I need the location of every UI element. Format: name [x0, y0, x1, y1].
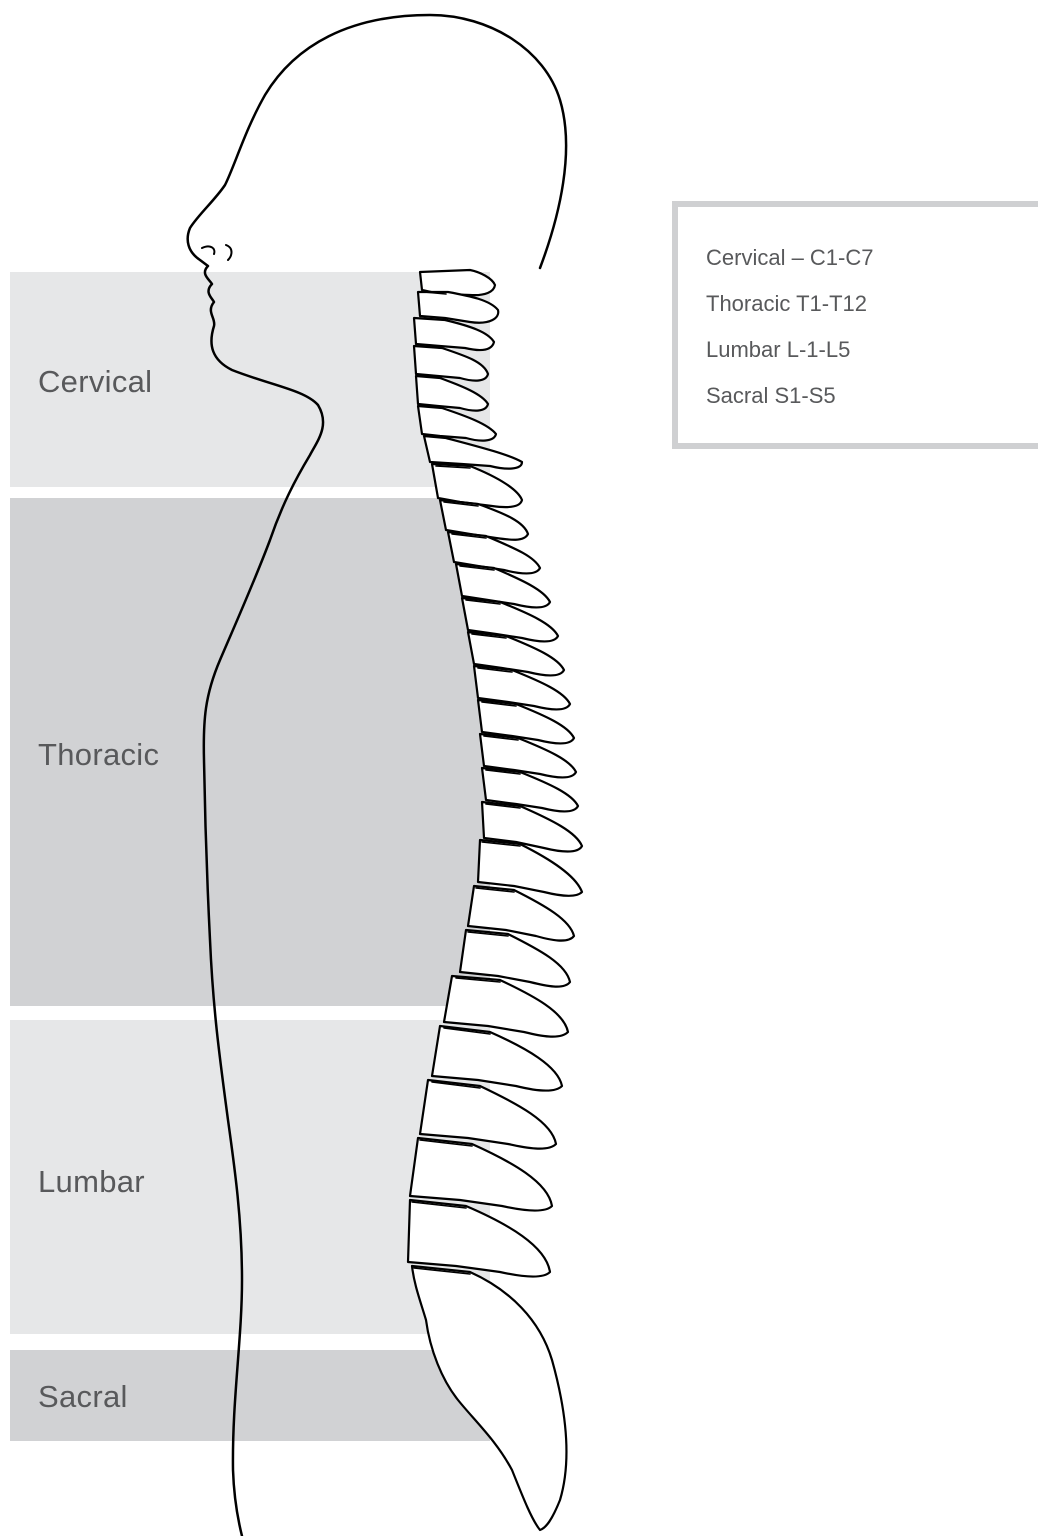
legend-item-cervical: Cervical – C1-C7: [706, 247, 874, 269]
legend-item-thoracic: Thoracic T1-T12: [706, 293, 867, 315]
legend-item-lumbar: Lumbar L-1-L5: [706, 339, 850, 361]
legend-item-sacral: Sacral S1-S5: [706, 385, 836, 407]
legend-box: Cervical – C1-C7 Thoracic T1-T12 Lumbar …: [672, 201, 1038, 449]
spine: [408, 270, 582, 1530]
nose-detail: [202, 245, 232, 260]
